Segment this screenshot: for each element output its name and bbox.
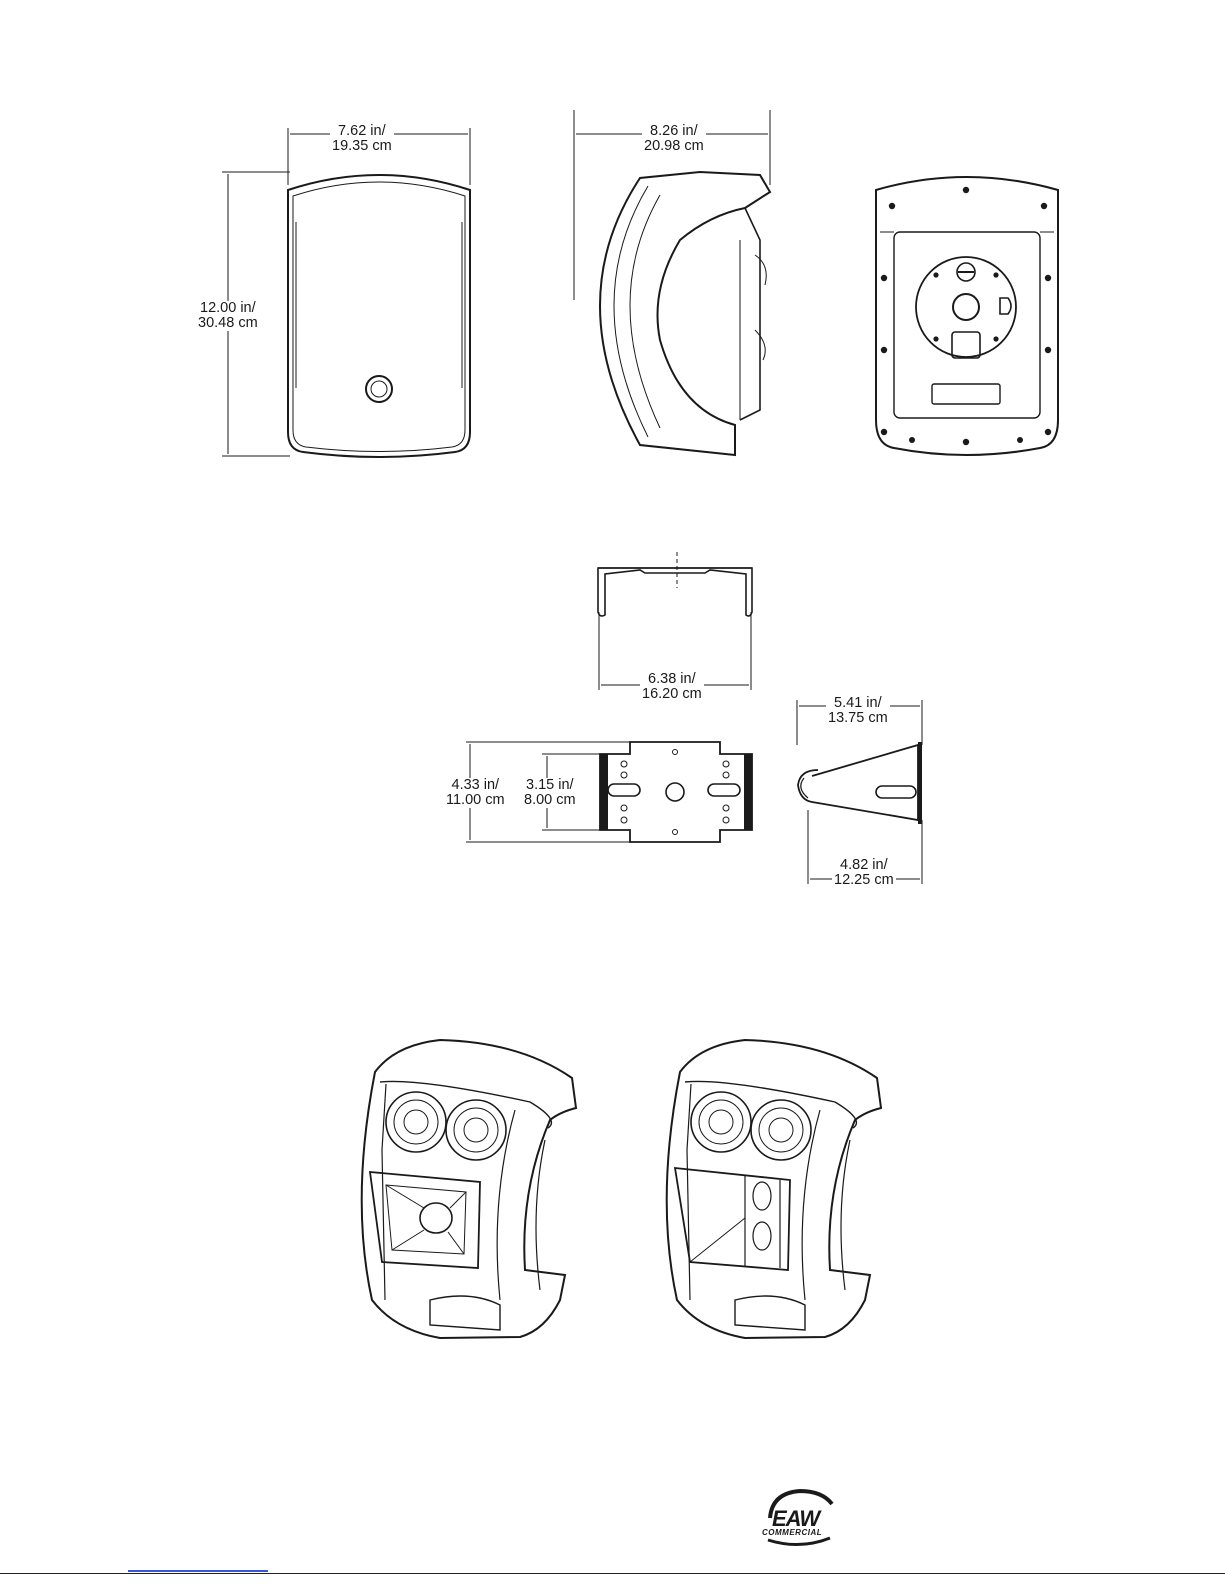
- bracket-plate-view: [466, 742, 752, 842]
- footer-rule: [0, 1573, 1225, 1574]
- front-height-label: 12.00 in/ 30.48 cm: [196, 301, 260, 331]
- footer-link-underline[interactable]: [128, 1570, 268, 1572]
- bracket-top-length-label: 5.41 in/ 13.75 cm: [826, 696, 890, 726]
- bracket-bottom-length-label: 4.82 in/ 12.25 cm: [832, 858, 896, 888]
- front-view: [222, 128, 470, 457]
- speaker-3d-view-left: [362, 1040, 576, 1338]
- bracket-width-label: 6.38 in/ 16.20 cm: [640, 672, 704, 702]
- side-view: [574, 110, 770, 455]
- rear-view: [876, 177, 1058, 455]
- bracket-outer-height-label: 4.33 in/ 11.00 cm: [444, 778, 507, 808]
- eaw-commercial-logo: EAW COMMERCIAL: [760, 1488, 840, 1548]
- logo-sub: COMMERCIAL: [762, 1528, 822, 1537]
- bracket-top-view: [598, 552, 752, 690]
- speaker-3d-view-right: [667, 1040, 881, 1338]
- front-width-label: 7.62 in/ 19.35 cm: [330, 124, 394, 154]
- bracket-inner-height-label: 3.15 in/ 8.00 cm: [522, 778, 578, 808]
- side-depth-label: 8.26 in/ 20.98 cm: [642, 124, 706, 154]
